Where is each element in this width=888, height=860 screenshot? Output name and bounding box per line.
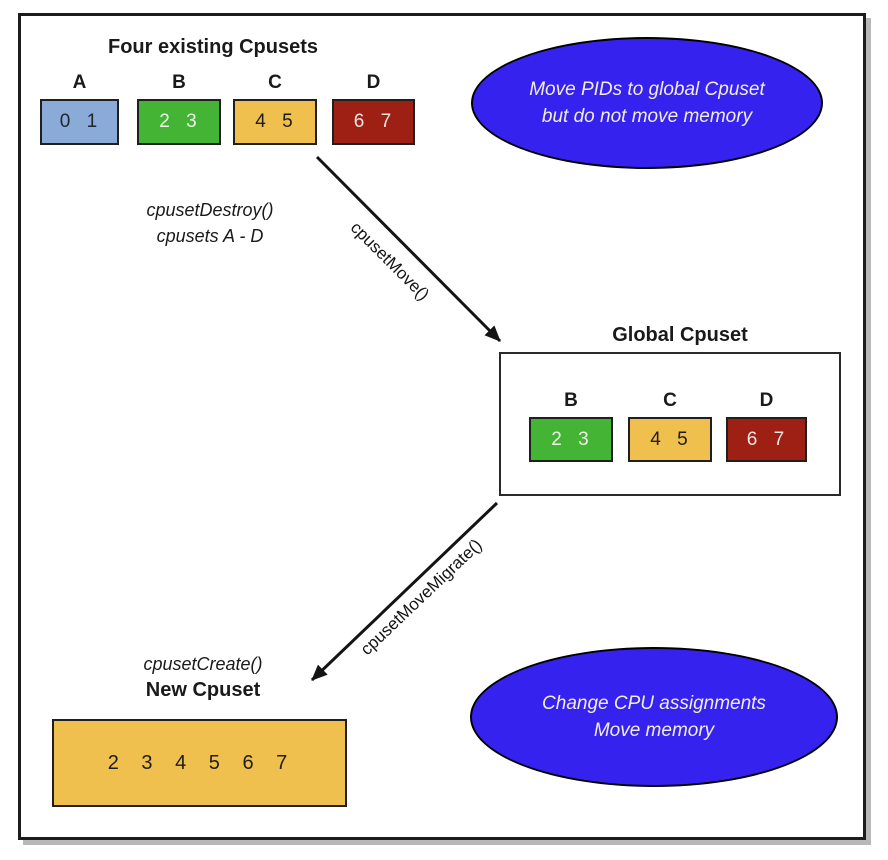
callout-move-pids: Move PIDs to global Cpuset but do not mo… [471,37,823,169]
four-existing-cpusets-title: Four existing Cpusets [107,36,319,58]
create-note: cpusetCreate() [143,654,263,674]
destroy-note-line2: cpusets A - D [156,226,264,246]
global-cpuset-c: C 4 5 [628,390,712,462]
cpuset-c-box: 4 5 [233,99,317,145]
global-cpuset-c-label: C [663,390,677,411]
callout-change-cpu-line2: Move memory [593,720,715,741]
cpuset-c: C 4 5 [233,72,317,145]
cpuset-d: D 6 7 [332,72,415,145]
global-cpuset-b-box: 2 3 [529,417,613,462]
destroy-note: cpusetDestroy() cpusets A - D [85,197,335,249]
callout-move-pids-line2: but do not move memory [541,106,753,127]
new-cpuset-box: 2 3 4 5 6 7 [52,719,347,807]
cpuset-d-label: D [366,72,381,93]
callout-change-cpu: Change CPU assignments Move memory [470,647,838,787]
callout-change-cpu-line1: Change CPU assignments [542,693,766,714]
cpuset-a-box: 0 1 [40,99,119,145]
global-cpuset-title: Global Cpuset [612,324,748,346]
new-cpuset-title: New Cpuset [145,679,261,701]
global-cpuset-b-label: B [564,390,578,411]
global-cpuset-d-box: 6 7 [726,417,807,462]
global-cpuset-c-box: 4 5 [628,417,712,462]
destroy-note-line1: cpusetDestroy() [146,200,274,220]
cpuset-b-label: B [172,72,186,93]
global-cpuset-d: D 6 7 [726,390,807,462]
callout-move-pids-line1: Move PIDs to global Cpuset [529,79,765,100]
cpuset-c-label: C [268,72,282,93]
global-cpuset-d-label: D [759,390,774,411]
cpuset-a: A 0 1 [40,72,119,145]
cpuset-a-label: A [72,72,87,93]
cpuset-b: B 2 3 [137,72,221,145]
cpuset-d-box: 6 7 [332,99,415,145]
cpuset-b-box: 2 3 [137,99,221,145]
global-cpuset-b: B 2 3 [529,390,613,462]
